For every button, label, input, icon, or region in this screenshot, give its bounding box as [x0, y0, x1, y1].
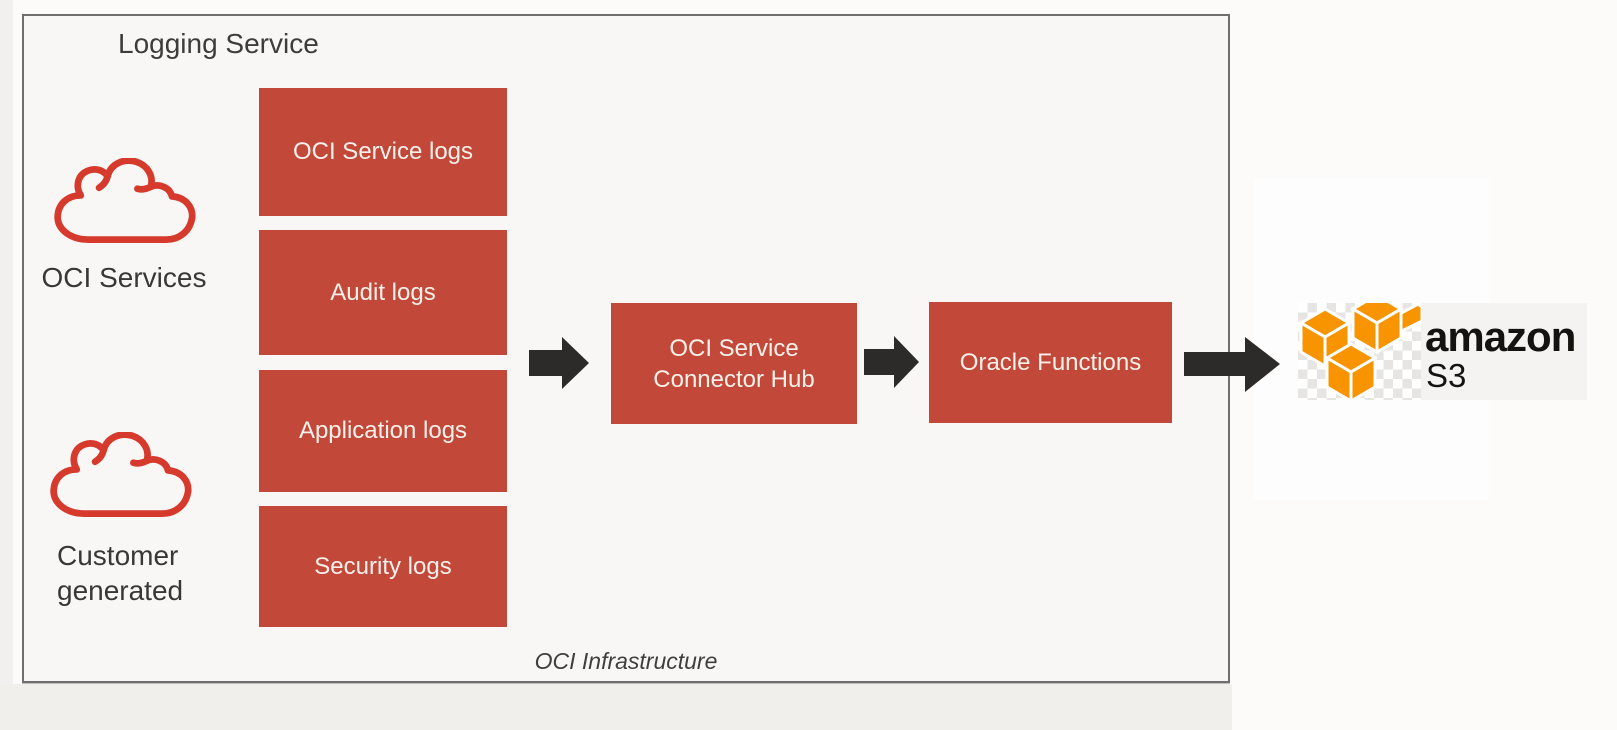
log-node-security-logs: Security logs	[259, 506, 507, 627]
transparency-checkerboard	[1298, 303, 1422, 400]
amazon-s3-logo: amazon S3	[1298, 303, 1587, 400]
aws-cubes-icon	[1298, 303, 1422, 400]
service-connector-hub-node: OCI Service Connector Hub	[611, 303, 857, 424]
hub-label-line2: Connector Hub	[653, 365, 815, 393]
cloud-icon	[54, 158, 196, 243]
source-label-oci-services: OCI Services	[41, 262, 207, 293]
arrow-right-icon	[864, 336, 919, 388]
log-node-application-logs: Application logs	[259, 370, 507, 492]
s3-label: S3	[1426, 357, 1467, 394]
oracle-functions-node: Oracle Functions	[929, 302, 1172, 423]
logging-service-title: Logging Service	[118, 28, 319, 59]
hub-label-line1: OCI Service	[669, 334, 799, 362]
left-margin-strip	[0, 0, 13, 730]
arrow-right-icon	[1184, 337, 1280, 392]
cloud-icon	[50, 432, 192, 517]
bottom-margin-strip	[0, 684, 1232, 730]
log-node-audit-logs: Audit logs	[259, 230, 507, 355]
oracle-functions-label: Oracle Functions	[959, 349, 1142, 376]
arrow-right-icon	[529, 337, 589, 389]
log-node-oci-service-logs: OCI Service logs	[259, 88, 507, 216]
source-label-customer-generated: Customer generated	[57, 540, 184, 606]
amazon-wordmark: amazon	[1425, 313, 1576, 360]
oci-infrastructure-label: OCI Infrastructure	[534, 648, 718, 674]
